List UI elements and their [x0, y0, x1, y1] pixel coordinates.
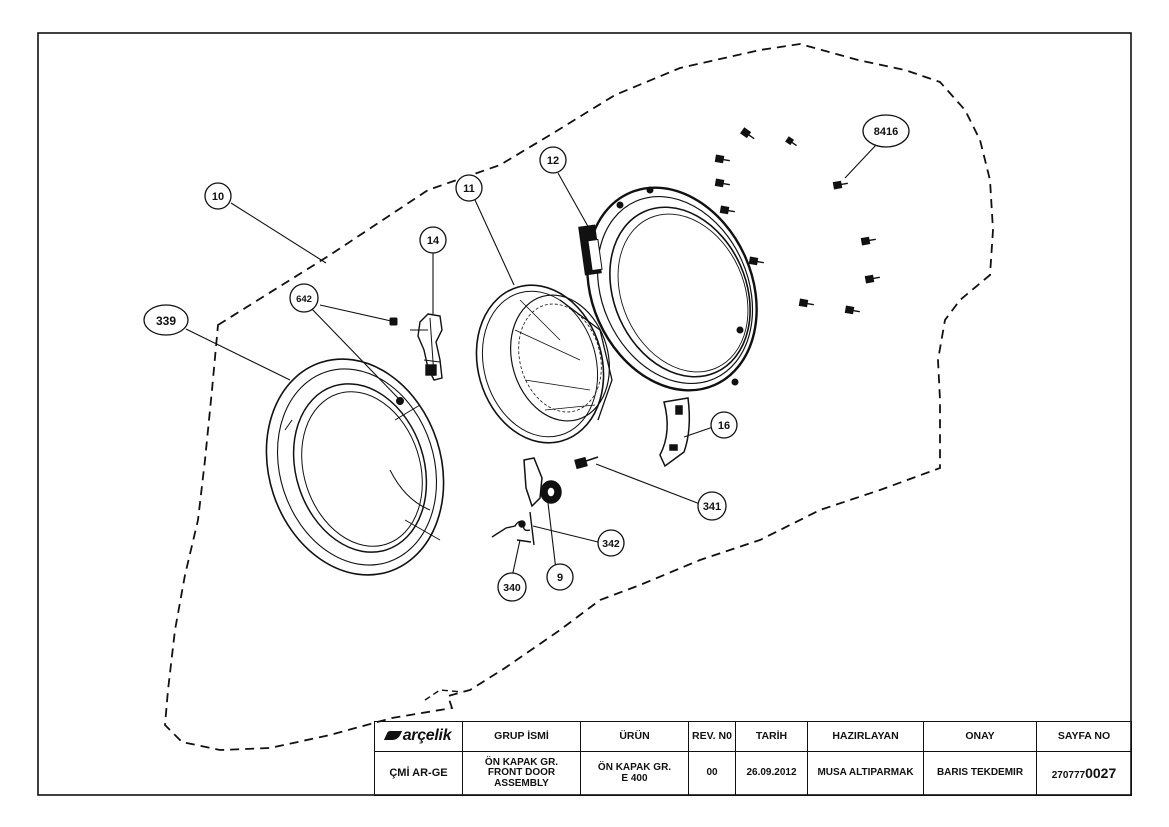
svg-text:11: 11 — [463, 183, 475, 195]
drawing-border — [37, 32, 1132, 796]
phantom-outline — [164, 43, 994, 751]
callout-341: 341 — [697, 491, 727, 521]
svg-text:9: 9 — [557, 572, 563, 584]
door-outer-frame-339 — [265, 358, 445, 576]
approved-value: BARIS TEKDEMIR — [923, 751, 1037, 796]
svg-text:14: 14 — [427, 235, 440, 247]
leader-lines — [185, 144, 877, 578]
door-handle-9 — [523, 457, 562, 508]
header-approved: ONAY — [923, 721, 1037, 752]
header-product: ÜRÜN — [580, 721, 689, 752]
phantom-notch — [424, 689, 463, 701]
door-rear-frame-12 — [578, 186, 758, 392]
callouts: 10 339 642 14 11 12 8416 16 341 342 9 34… — [143, 114, 910, 602]
callout-8416: 8416 — [862, 114, 910, 148]
callout-342: 342 — [597, 529, 625, 557]
logo-cell: arçelik — [374, 721, 463, 752]
screws-8416 — [714, 127, 880, 315]
svg-text:642: 642 — [296, 294, 312, 305]
callout-11: 11 — [455, 174, 483, 202]
date-value: 26.09.2012 — [735, 751, 808, 796]
callout-14: 14 — [419, 226, 447, 254]
title-block: arçelik GRUP İSMİ ÜRÜN REV. N0 TARİH HAZ… — [374, 721, 1132, 796]
callout-12: 12 — [539, 146, 567, 174]
page-suffix: 0027 — [1085, 764, 1117, 781]
door-glass-bowl-11 — [475, 284, 613, 444]
callout-642: 642 — [289, 283, 319, 313]
callout-340: 340 — [497, 572, 527, 602]
callout-339: 339 — [143, 304, 189, 336]
dept-cell: ÇMİ AR-GE — [374, 751, 463, 796]
svg-text:341: 341 — [703, 501, 721, 513]
header-prepared: HAZIRLAYAN — [807, 721, 924, 752]
page-prefix: 270777 — [1051, 769, 1086, 781]
callout-10: 10 — [204, 182, 232, 210]
svg-text:340: 340 — [503, 582, 521, 594]
callout-16: 16 — [710, 411, 738, 439]
svg-text:16: 16 — [718, 420, 730, 432]
header-rev: REV. N0 — [688, 721, 736, 752]
spring-pin-340-342 — [491, 511, 535, 546]
hinge-bracket-14 — [410, 313, 443, 381]
page-value: 2707770027 — [1036, 751, 1132, 796]
svg-text:8416: 8416 — [874, 126, 898, 138]
product-value: ÖN KAPAK GR.E 400 — [580, 751, 689, 796]
header-page: SAYFA NO — [1036, 721, 1132, 752]
header-group: GRUP İSMİ — [462, 721, 581, 752]
rev-value: 00 — [688, 751, 736, 796]
header-date: TARİH — [735, 721, 808, 752]
arcelik-logo: arçelik — [383, 727, 452, 744]
svg-text:10: 10 — [212, 191, 224, 203]
prepared-value: MUSA ALTIPARMAK — [807, 751, 924, 796]
svg-text:12: 12 — [547, 155, 559, 167]
bolt-341 — [574, 456, 599, 470]
fastener-642 — [389, 317, 404, 405]
svg-text:339: 339 — [156, 314, 176, 328]
svg-text:342: 342 — [602, 538, 620, 550]
hinge-plate-16 — [659, 397, 691, 468]
callout-9: 9 — [546, 563, 574, 591]
